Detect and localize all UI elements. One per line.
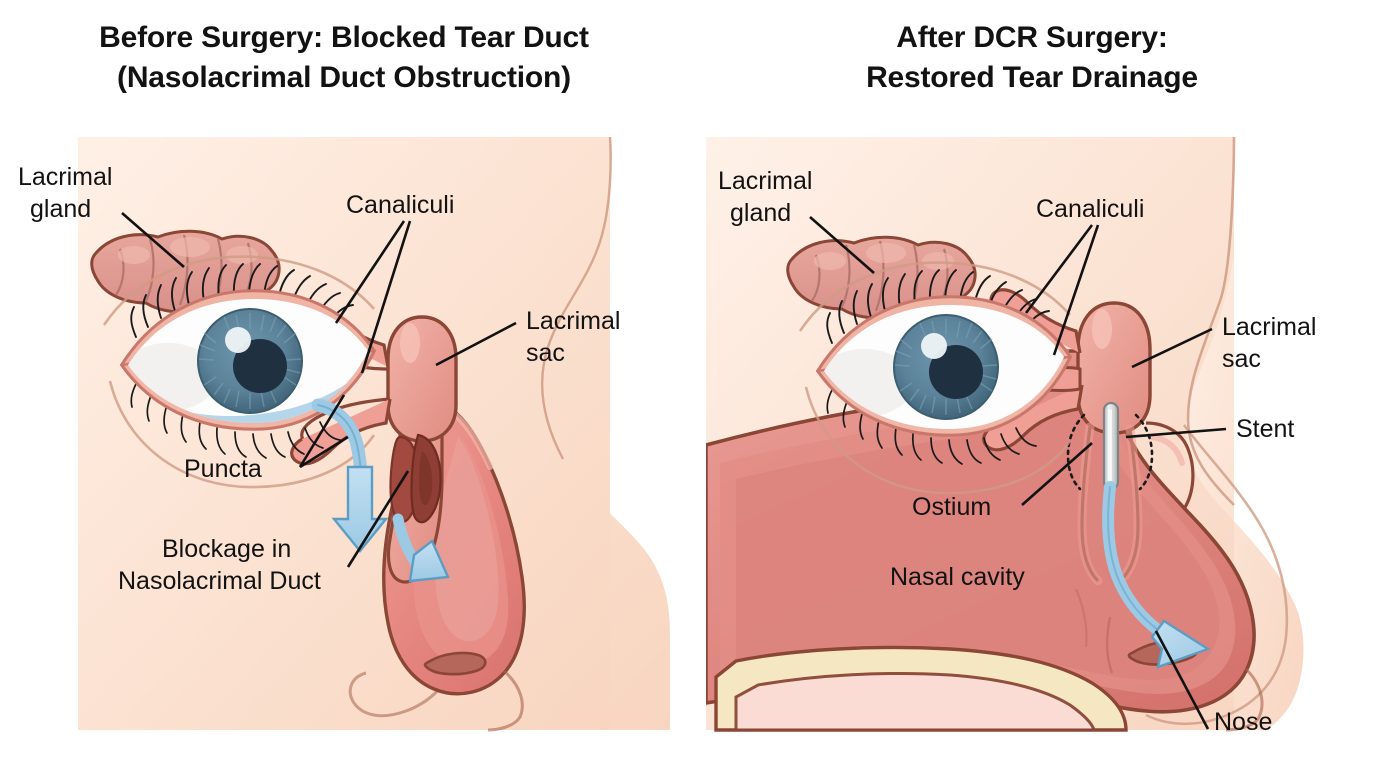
label-lacrimal-sac-line1: Lacrimal xyxy=(1222,313,1316,341)
panel-after-title: After DCR Surgery: Restored Tear Drainag… xyxy=(688,18,1376,97)
panel-before-title-line1: Before Surgery: Blocked Tear Duct xyxy=(99,21,589,54)
before-leader-lines xyxy=(121,212,517,568)
panel-after-title-line1: After DCR Surgery: xyxy=(896,21,1168,54)
after-pupil xyxy=(929,345,983,399)
after-stent-shape xyxy=(1102,401,1120,491)
after-labels: Lacrimal gland Canaliculi Lacrimal sac S… xyxy=(718,167,1316,732)
before-lacrimal-sac-shape xyxy=(386,315,458,443)
leader-puncta-upper xyxy=(298,394,346,468)
leader-canaliculi-lower xyxy=(1052,224,1100,356)
label-stent: Stent xyxy=(1236,415,1294,443)
panel-before-title-line2: (Nasolacrimal Duct Obstruction) xyxy=(117,60,571,94)
label-nasal-cavity: Nasal cavity xyxy=(890,563,1025,591)
before-tear-arrow-nasal xyxy=(408,539,450,583)
leader-canaliculi-lower xyxy=(360,220,412,374)
after-eye-group xyxy=(798,261,1073,495)
after-face-profile-outline xyxy=(1186,137,1236,506)
before-eye-highlight xyxy=(225,327,251,353)
leader-lacrimal-gland xyxy=(121,212,185,268)
before-eye-group xyxy=(102,255,377,489)
panel-after-title-line2: Restored Tear Drainage xyxy=(866,60,1198,94)
label-lacrimal-gland-line2: gland xyxy=(30,195,91,223)
leader-blockage xyxy=(346,470,410,568)
label-ostium: Ostium xyxy=(912,493,991,521)
label-lacrimal-gland-line2: gland xyxy=(730,199,791,227)
leader-stent xyxy=(1125,427,1227,439)
before-blockage-plug xyxy=(389,433,442,524)
after-eye-highlight xyxy=(921,333,947,359)
panel-before-surgery: Before Surgery: Blocked Tear Duct (Nasol… xyxy=(0,18,688,732)
panel-after-surgery: After DCR Surgery: Restored Tear Drainag… xyxy=(688,0,1376,768)
leader-puncta-lower xyxy=(299,435,349,469)
label-lacrimal-gland-line1: Lacrimal xyxy=(718,167,812,195)
panel-before-title: Before Surgery: Blocked Tear Duct (Nasol… xyxy=(0,18,688,97)
after-ostium-dotted-outline xyxy=(1066,413,1154,491)
label-lacrimal-gland-line1: Lacrimal xyxy=(18,163,112,191)
before-lower-eyelashes xyxy=(130,379,341,459)
leader-canaliculi-upper xyxy=(1024,224,1094,314)
label-lacrimal-sac-line1: Lacrimal xyxy=(526,307,620,335)
label-blockage-line2: Nasolacrimal Duct xyxy=(118,567,321,595)
after-illustration-stage: Lacrimal gland Canaliculi Lacrimal sac S… xyxy=(706,137,1358,732)
leader-ostium xyxy=(1021,442,1093,506)
label-canaliculi: Canaliculi xyxy=(1036,195,1144,223)
leader-lacrimal-sac xyxy=(435,321,517,367)
label-lacrimal-sac-line2: sac xyxy=(1222,345,1261,373)
before-illustration-stage: Lacrimal gland Canaliculi Lacrimal sac P… xyxy=(18,137,670,732)
after-tear-arrow-into-nose xyxy=(1150,619,1211,669)
before-labels: Lacrimal gland Canaliculi Lacrimal sac P… xyxy=(18,163,620,595)
leader-nose xyxy=(1154,630,1210,730)
after-restored-tear-flow xyxy=(1102,481,1211,669)
before-pupil xyxy=(233,339,287,393)
label-puncta: Puncta xyxy=(184,455,262,483)
before-tear-arrow-overflow xyxy=(331,465,389,553)
label-canaliculi: Canaliculi xyxy=(346,191,454,219)
before-lower-canaliculus xyxy=(290,398,392,466)
leader-canaliculi-upper xyxy=(334,220,406,324)
leader-lacrimal-gland xyxy=(809,216,875,274)
leader-lacrimal-sac xyxy=(1131,327,1213,369)
after-leader-lines xyxy=(809,216,1227,730)
before-face-profile-outline xyxy=(540,137,612,460)
label-blockage-line1: Blockage in xyxy=(162,535,291,563)
label-lacrimal-sac-line2: sac xyxy=(526,339,565,367)
label-nose: Nose xyxy=(1214,708,1272,732)
